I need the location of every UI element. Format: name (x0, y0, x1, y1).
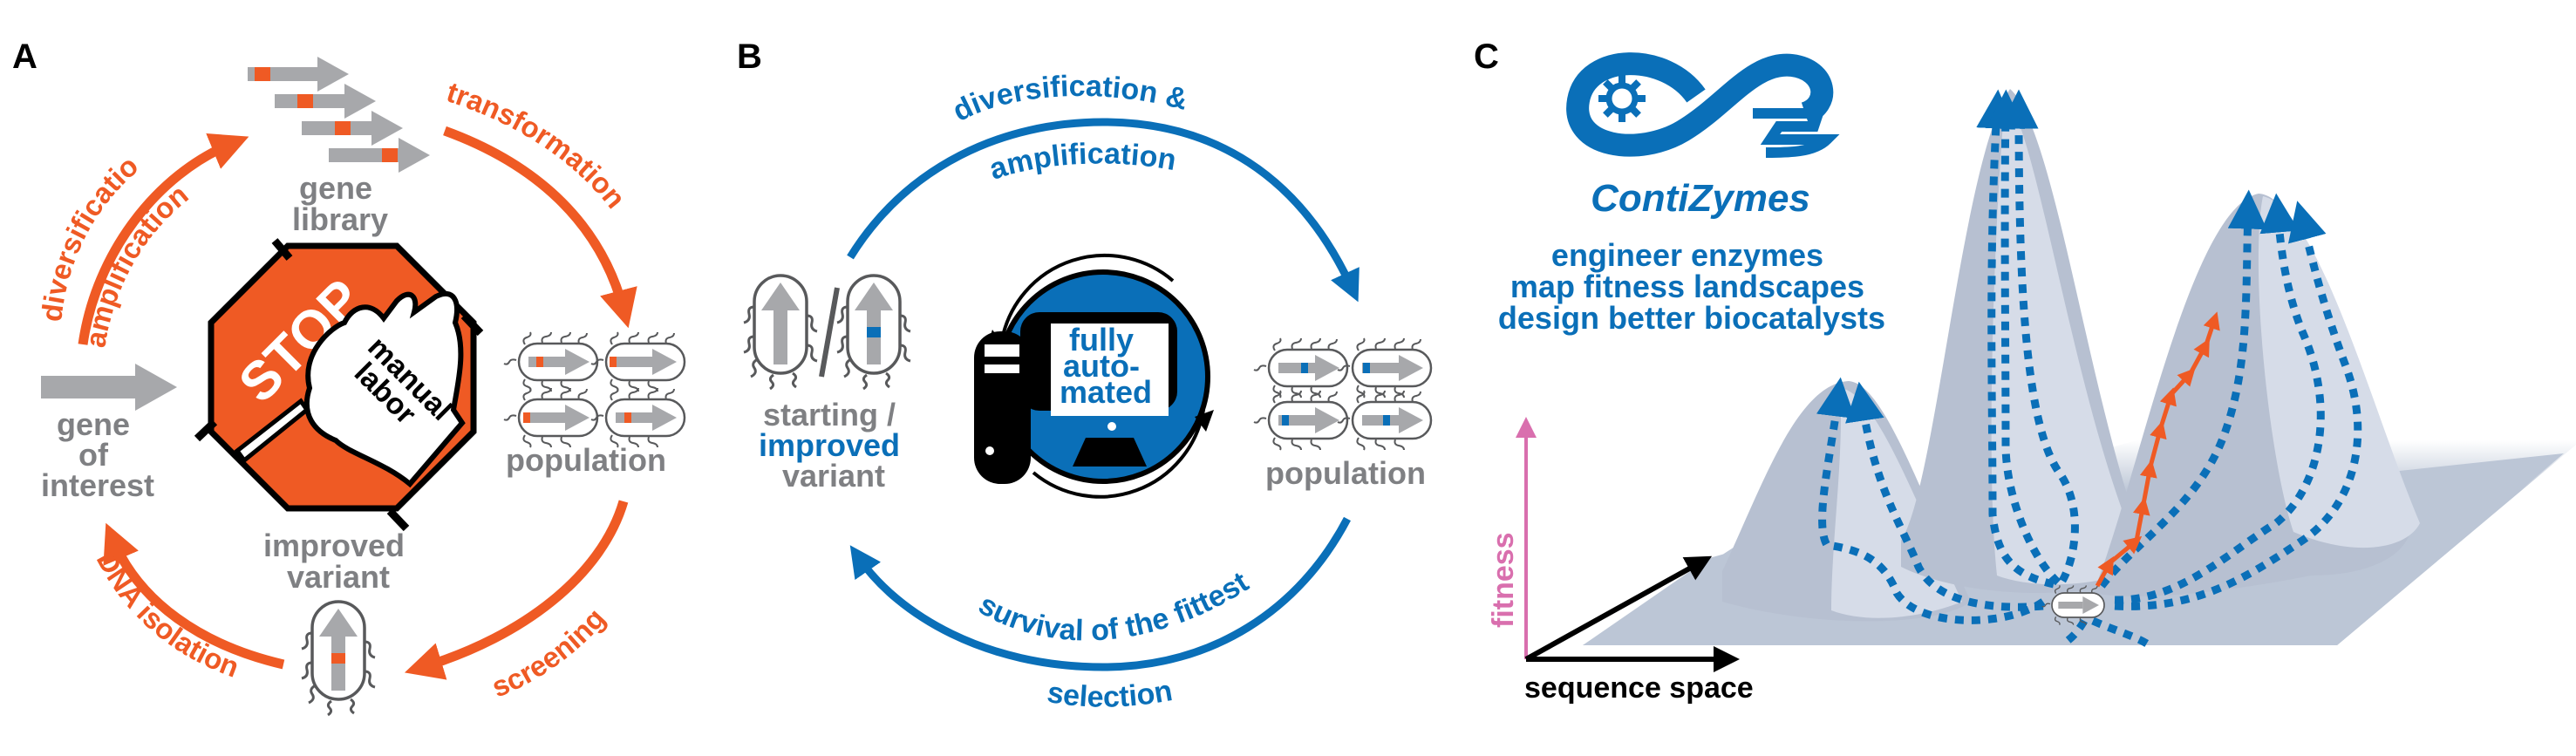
improved-variant-a: improved variant (263, 528, 413, 717)
cell (1252, 389, 1349, 452)
mutation-marker (1282, 415, 1289, 426)
label-amplification-b: amplification (985, 137, 1179, 186)
walk-path (1816, 377, 2046, 624)
arrow-dna-isolation (103, 522, 285, 670)
stop-sign-mount (194, 238, 484, 532)
arrow-transformation (443, 126, 637, 329)
automation-circle: fully auto- mated (974, 253, 1214, 499)
arrow-selection (849, 516, 1351, 671)
cycle-arrows-a (78, 126, 637, 680)
walk-path (1845, 381, 2044, 611)
cell (502, 386, 599, 449)
mutation-marker (624, 412, 631, 423)
gene-library: gene library (248, 57, 430, 237)
mutation-marker (1383, 415, 1390, 426)
population-b: population (1252, 337, 1433, 491)
cell (300, 600, 377, 717)
improved-variant-label-a: improved variant (263, 528, 413, 595)
cycle-arrows-b (847, 118, 1360, 671)
cell (589, 330, 686, 393)
mutation-marker (610, 357, 617, 367)
arrow-screening (404, 500, 629, 680)
cell (502, 330, 599, 393)
library-variant (329, 138, 430, 173)
library-variant (302, 111, 403, 146)
gene-arrow-icon (135, 364, 177, 411)
walk-path (1976, 89, 2055, 589)
mutation-marker (1363, 363, 1370, 373)
starting-variant-label: starting / improved variant (759, 397, 909, 494)
library-variant (248, 57, 349, 92)
label-diversification-b: diversification & (948, 70, 1191, 128)
logo-name: ContiZymes (1591, 177, 1810, 220)
mutation-marker (523, 412, 530, 423)
cell-improved (835, 274, 912, 391)
gene-library-label: gene library (292, 170, 388, 237)
fitness-axis-label: fitness (1487, 532, 1520, 628)
panel-a: A gene (12, 37, 686, 717)
mutation-marker (536, 357, 543, 367)
walk-path (1986, 89, 2061, 586)
population-label-a: population (506, 442, 666, 478)
computer-icon (974, 312, 1177, 484)
mutation-marker (1301, 363, 1308, 373)
walk-path (2114, 193, 2325, 604)
z-glyph-icon (1753, 108, 1840, 158)
starting-improved-variant: starting / improved variant (742, 274, 912, 494)
fully-automated-label: fully auto- mated (1060, 322, 1152, 410)
evolution-path (2095, 311, 2220, 588)
cell-starting (742, 274, 819, 391)
arrow-head-icon (344, 84, 376, 119)
gear-icon (1598, 75, 1646, 122)
mutation-marker (297, 94, 313, 108)
panel-letter-a: A (12, 37, 37, 76)
adaptive-walks (1816, 89, 2362, 649)
separator-slash (819, 287, 840, 378)
arrow-diversification (78, 133, 249, 345)
sequence-axis-depth (1524, 555, 1713, 662)
gene-of-interest-label: gene of interest (41, 406, 154, 503)
walk-path (2059, 618, 2088, 649)
arrow-diversification-amplification (847, 118, 1360, 303)
mutation-marker (335, 121, 351, 135)
panel-c: C ContiZymes engineer enzymes map fitnes… (1474, 37, 2576, 705)
library-variant (275, 84, 376, 119)
cell (1252, 337, 1349, 399)
panel-letter-c: C (1474, 37, 1499, 76)
walk-path (1999, 89, 2079, 583)
panel-b: B diversification & amplification surviv… (737, 37, 1433, 714)
walk-path (2091, 616, 2152, 649)
stop-sign: STOP manual labor (194, 238, 484, 532)
mutation-marker (867, 327, 881, 337)
label-survival: survival of the fittest (973, 565, 1254, 647)
arrow-head-icon (317, 57, 349, 92)
arrow-head-icon (399, 138, 430, 173)
panel-letter-b: B (737, 37, 762, 76)
rotation-arrow-icon (1195, 410, 1214, 432)
label-dna-isolation: DNA isolation (91, 546, 244, 684)
sequence-space-label: sequence space (1524, 671, 1754, 705)
mutation-marker (255, 67, 270, 81)
arrow-head-icon (371, 111, 403, 146)
infinity-loop-icon (1566, 52, 1834, 157)
gene-of-interest: gene of interest (41, 364, 177, 503)
walk-path (2114, 201, 2362, 610)
axes: fitness sequence space (1487, 417, 1754, 705)
population-a: population (502, 330, 686, 478)
label-selection: selection (1045, 674, 1175, 714)
fitness-landscape (1583, 89, 2576, 645)
hand-icon (234, 290, 466, 488)
contizymes-logo: ContiZymes (1566, 52, 1840, 220)
mutation-marker (331, 653, 345, 664)
cell (589, 386, 686, 449)
cell (1336, 337, 1433, 399)
population-label-b: population (1265, 455, 1426, 491)
cell (1336, 389, 1433, 452)
taglines: engineer enzymes map fitness landscapes … (1498, 237, 1885, 336)
mutation-marker (382, 148, 398, 162)
label-screening: screening (487, 602, 611, 703)
